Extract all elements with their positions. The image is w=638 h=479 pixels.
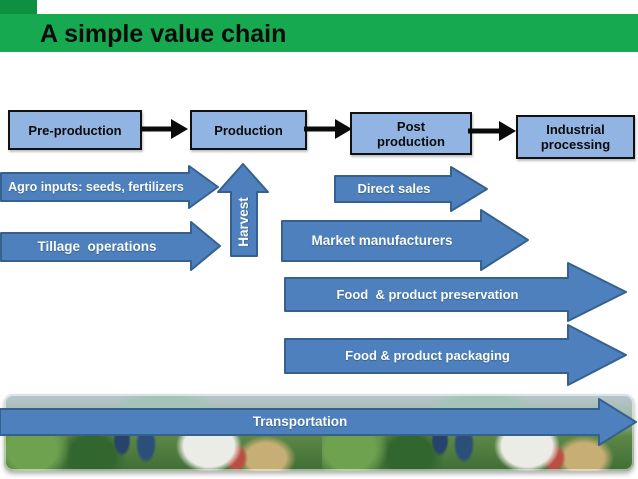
slide-title: A simple value chain <box>40 20 287 48</box>
arrow-label: Transportation <box>252 414 348 429</box>
arrow-food-preservation: Food & product preservation <box>284 262 628 322</box>
arrow-tillage-operations: Tillage operations <box>0 221 222 271</box>
right-arrow-shape <box>334 166 488 212</box>
process-box-label: Pre-production <box>28 122 122 138</box>
up-arrow-shape <box>217 163 269 257</box>
title-accent-square <box>0 0 37 17</box>
flow-connector-arrow <box>140 117 188 141</box>
arrow-label: Food & product preservation <box>336 287 519 302</box>
arrow-label: Harvest <box>235 197 251 247</box>
arrow-agro-inputs: Agro inputs: seeds, fertilizers <box>0 165 220 209</box>
process-box-pre-production: Pre-production <box>8 110 142 150</box>
process-box-label: Post production <box>377 118 445 149</box>
arrow-label: Agro inputs: seeds, fertilizers <box>8 180 184 194</box>
right-arrow-shape <box>284 262 627 322</box>
process-box-industrial-processing: Industrial processing <box>516 115 635 159</box>
right-arrow-shape <box>281 209 529 271</box>
arrow-label: Tillage operations <box>37 239 157 254</box>
process-box-production: Production <box>190 110 307 150</box>
process-box-label: Production <box>214 122 283 138</box>
flow-connector-arrow <box>304 117 352 141</box>
arrow-harvest: Harvest <box>217 163 269 257</box>
right-arrow-shape <box>0 165 219 209</box>
right-arrow-icon <box>468 121 516 141</box>
process-box-label: Industrial processing <box>540 122 611 152</box>
arrow-food-packaging: Food & product packaging <box>284 324 628 386</box>
right-arrow-shape <box>0 398 637 446</box>
right-arrow-shape <box>0 221 221 271</box>
arrow-direct-sales: Direct sales <box>334 166 489 212</box>
right-arrow-icon <box>304 119 352 139</box>
arrow-transportation: Transportation <box>0 398 638 446</box>
title-bar <box>0 14 638 52</box>
right-arrow-shape <box>284 324 627 386</box>
arrow-label: Direct sales <box>357 181 431 196</box>
arrow-market-manufacturers: Market manufacturers <box>281 209 530 271</box>
flow-connector-arrow <box>468 119 516 143</box>
arrow-label: Market manufacturers <box>311 233 453 248</box>
arrow-label: Food & product packaging <box>345 348 510 363</box>
process-box-post-production: Post production <box>350 112 472 155</box>
right-arrow-icon <box>140 119 188 139</box>
